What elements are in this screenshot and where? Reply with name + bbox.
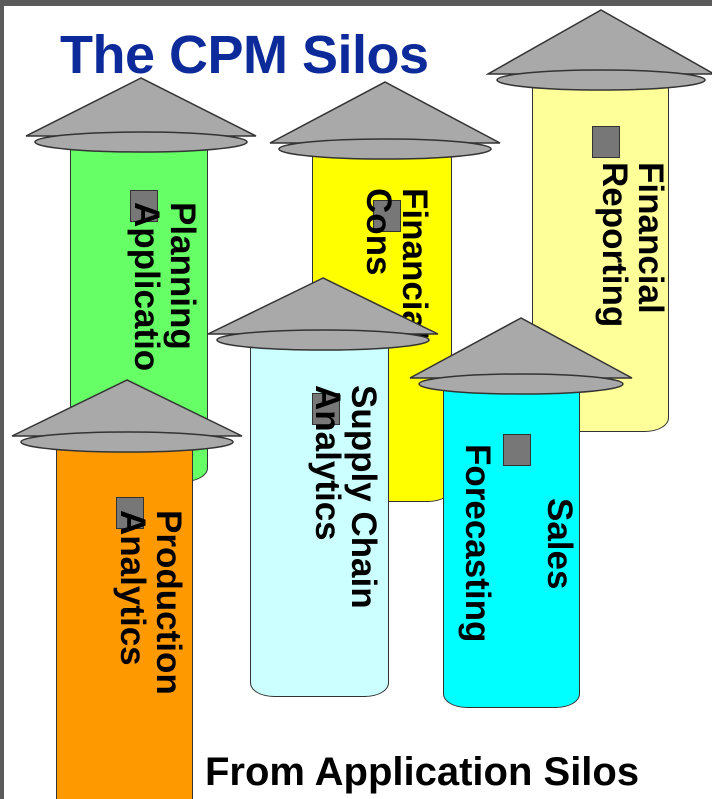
silo-icon-square <box>592 126 620 158</box>
silo-roof <box>269 81 501 160</box>
window-frame-top <box>0 0 712 6</box>
silo-icon-square <box>503 434 531 466</box>
silo-label: Sales <box>540 498 579 590</box>
silo-roof <box>11 379 243 453</box>
silo-label: Production Analytics <box>112 510 188 695</box>
silo-icon-square <box>373 200 401 232</box>
silo-icon-square <box>130 190 158 222</box>
silo-body <box>56 435 193 799</box>
silo-roof <box>409 317 633 395</box>
silo-label: Supply Chain Analytics <box>307 385 383 609</box>
silo-label: Planning Applicatio <box>126 202 202 372</box>
silo-label: Forecasting <box>458 444 497 643</box>
silo-icon-square <box>312 393 340 425</box>
silo-roof <box>486 9 712 91</box>
silo-icon-square <box>116 497 144 529</box>
silo-roof <box>207 277 439 351</box>
page-title: The CPM Silos <box>60 25 429 85</box>
window-frame-left <box>0 0 4 799</box>
silo-roof <box>25 77 257 153</box>
footer-caption: From Application Silos <box>205 750 640 794</box>
silo-label: Financial Reporting <box>594 162 670 328</box>
